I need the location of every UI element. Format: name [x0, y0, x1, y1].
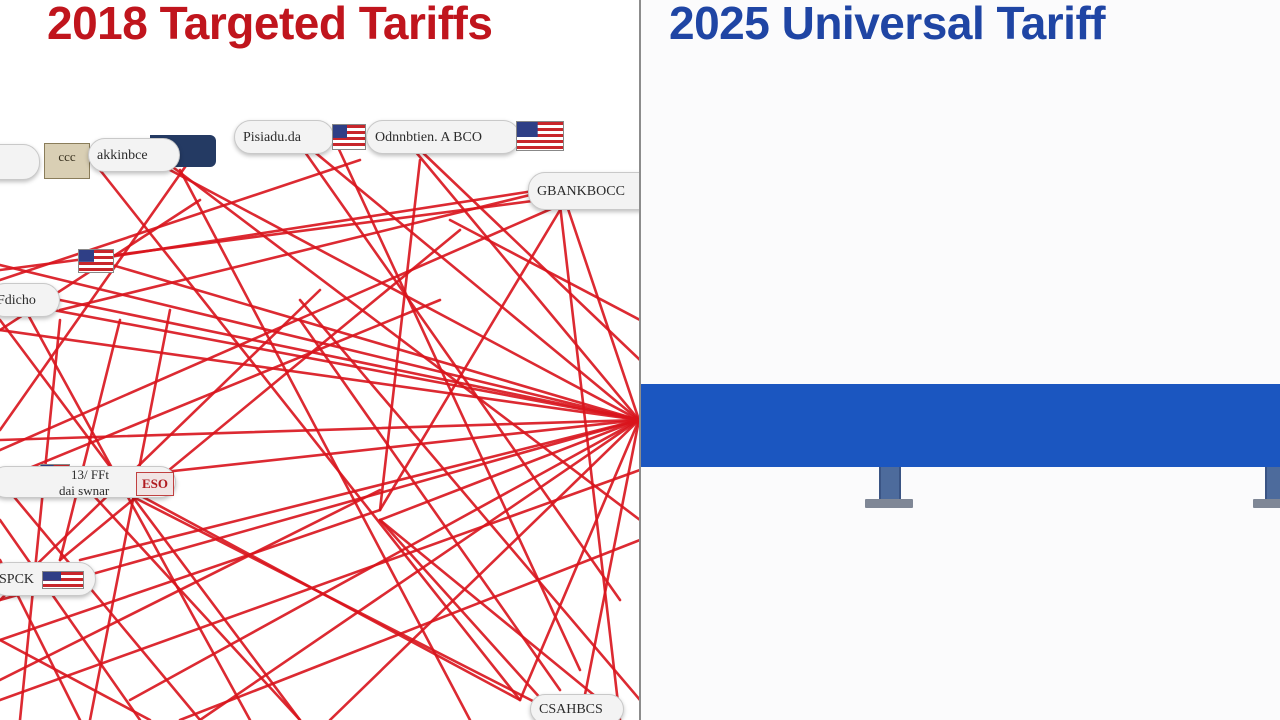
tariff-line — [578, 418, 640, 720]
bottom-left-pill: SPCK — [0, 562, 96, 596]
tariff-line — [408, 143, 640, 422]
tariff-line — [58, 228, 462, 562]
panel-divider — [639, 0, 641, 720]
tariff-line — [0, 318, 302, 720]
tariff-line — [198, 418, 640, 720]
top-left-tag: ccc — [44, 143, 90, 179]
tariff-line — [88, 308, 172, 720]
universal-tariff-panel: 2025 Universal Tariff — [641, 0, 1280, 720]
tariff-line — [0, 488, 382, 682]
tariff-line — [0, 418, 640, 602]
tariff-line — [0, 328, 640, 422]
tariff-line — [298, 298, 640, 702]
tariff-line — [418, 148, 640, 362]
tariff-line — [178, 168, 472, 720]
tariff-line — [58, 193, 532, 312]
tariff-line — [58, 318, 122, 562]
us-flag-icon — [41, 571, 84, 589]
tariff-line — [18, 298, 252, 720]
tariff-line — [0, 158, 192, 432]
tariff-line — [0, 288, 322, 602]
tariff-line — [0, 508, 382, 642]
tariff-line — [448, 218, 640, 322]
tariff-line — [128, 488, 522, 702]
wall-post-left — [879, 467, 901, 500]
tariff-line — [298, 318, 562, 692]
tariff-line — [558, 183, 640, 422]
lower-left-tag: ESO — [136, 472, 174, 496]
tariff-line — [0, 298, 640, 422]
tariff-line — [178, 538, 640, 720]
wall-foot-left — [865, 499, 913, 508]
tariff-line — [518, 418, 640, 702]
us-flag-icon — [516, 121, 564, 151]
wall-foot-right — [1253, 499, 1280, 508]
us-flag-icon — [78, 249, 114, 273]
tariff-line — [98, 168, 522, 702]
tariff-line — [0, 468, 640, 702]
tariff-line — [298, 143, 622, 602]
far-left-pill — [0, 144, 40, 180]
top-center-pill: Pisiadu.da — [234, 120, 334, 154]
tariff-line — [328, 418, 640, 720]
tariff-line — [78, 418, 640, 562]
tariff-line — [0, 638, 152, 720]
tariff-line — [558, 203, 622, 720]
tariff-line — [168, 163, 640, 522]
tariff-lines — [0, 128, 640, 720]
tariff-line — [378, 418, 640, 522]
tariff-line — [68, 468, 302, 720]
mid-left-pill: Fdicho — [0, 283, 60, 317]
tariff-line — [378, 518, 602, 702]
tariff-line — [378, 158, 422, 512]
tariff-line — [0, 518, 142, 720]
lower-left-pill-top-text: 13/ FFt — [71, 467, 109, 482]
top-left-pill: akkinbce — [88, 138, 180, 172]
tariff-line — [0, 298, 442, 482]
left-panel-title: 2018 Targeted Tariffs — [47, 0, 493, 49]
bottom-right-pill: CSAHBCS — [530, 694, 624, 720]
tariff-line — [378, 208, 562, 512]
tariff-line — [88, 188, 542, 262]
bottom-left-pill-text: SPCK — [0, 572, 35, 587]
tariff-wall-bar — [641, 384, 1280, 467]
right-pill: GBANKBOCC — [528, 172, 640, 210]
tariff-line — [0, 263, 640, 422]
right-panel-title: 2025 Universal Tariff — [669, 0, 1106, 49]
top-right-pill: Odnnbtien. A BCO — [366, 120, 520, 154]
tariff-line — [0, 158, 362, 282]
tariff-line — [378, 518, 562, 720]
tariff-line — [0, 478, 202, 720]
wall-post-right — [1265, 467, 1280, 500]
us-flag-icon — [332, 124, 366, 150]
lower-left-pill-bottom-text: dai swnar — [59, 483, 110, 498]
targeted-tariffs-panel: 2018 Targeted Tariffs ccc akkinbce Pisia… — [0, 0, 640, 720]
tariff-line — [93, 258, 640, 422]
